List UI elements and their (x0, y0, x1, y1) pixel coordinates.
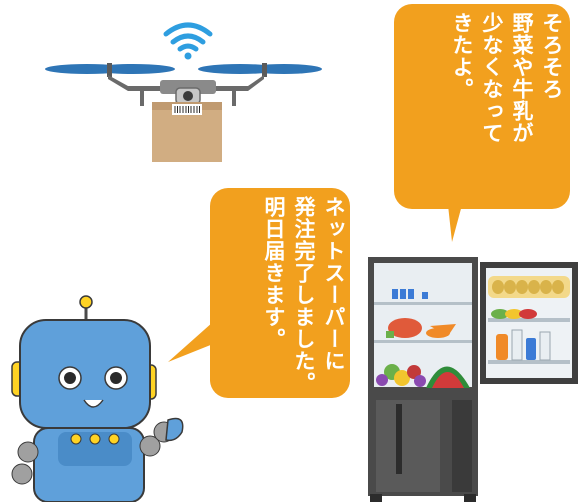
robot-line-3: 明日届きます。 (262, 196, 286, 350)
fridge-line-2: 野菜や牛乳が (510, 12, 534, 144)
fridge-line-4: きたよ。 (450, 12, 474, 100)
robot-line-1: ネットスーパーに (322, 196, 346, 372)
fridge-speech-bubble (394, 4, 570, 242)
barcode (172, 104, 202, 115)
drone (45, 22, 322, 162)
fridge-line-3: 少なくなって (480, 12, 504, 144)
refrigerator (368, 257, 578, 502)
wifi-icon (163, 22, 213, 60)
package (152, 102, 222, 162)
fridge-speech-text: そろそろ 野菜や牛乳が 少なくなって きたよ。 (417, 12, 567, 202)
robot-speech-text: ネットスーパーに 発注完了しました。 明日届きます。 (224, 196, 349, 394)
robot (11, 295, 184, 502)
robot-line-2: 発注完了しました。 (292, 196, 316, 394)
robot-speech-bubble (168, 188, 350, 398)
fridge-line-1: そろそろ (540, 12, 564, 100)
